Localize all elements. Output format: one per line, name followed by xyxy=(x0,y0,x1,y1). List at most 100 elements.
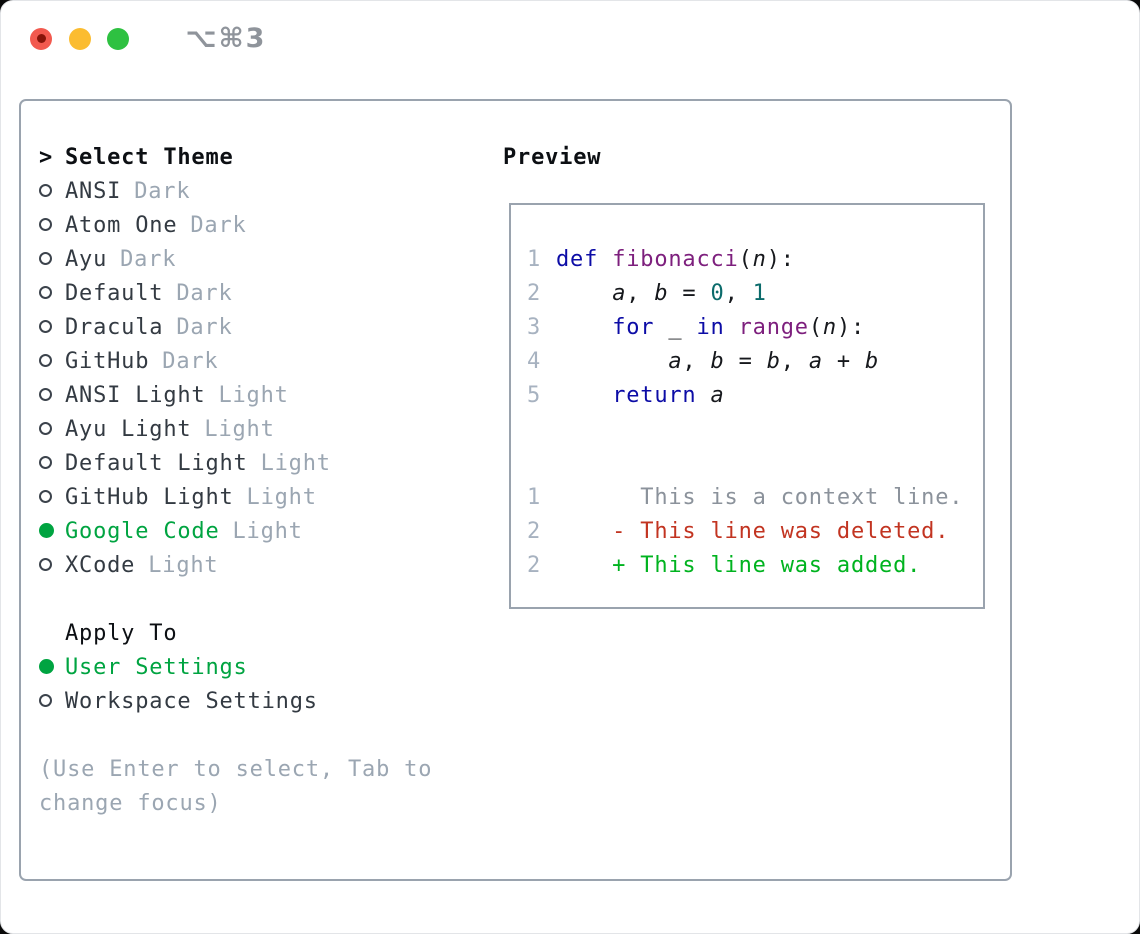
token-pln: = xyxy=(724,349,767,374)
apply-to-label: Apply To xyxy=(65,621,178,646)
theme-option-label: XCode xyxy=(65,553,136,578)
diff-line-ctx: 1 This is a context line. xyxy=(527,481,973,515)
token-var: a xyxy=(668,349,683,374)
select-theme-title: Select Theme xyxy=(65,145,234,170)
line-number: 3 xyxy=(527,315,542,340)
theme-variant-tag: Light xyxy=(218,383,289,408)
token-var: b xyxy=(654,281,669,306)
token-pln: , xyxy=(724,281,753,306)
token-pln xyxy=(725,315,739,340)
line-number: 2 xyxy=(527,281,542,306)
theme-variant-tag: Dark xyxy=(120,247,177,272)
line-number: 1 xyxy=(527,485,542,510)
radio-icon xyxy=(39,558,52,571)
radio-selected-icon xyxy=(39,659,54,674)
select-theme-header: >Select Theme xyxy=(39,141,432,175)
theme-variant-tag: Dark xyxy=(162,349,219,374)
theme-option-label: Default Light xyxy=(65,451,248,476)
token-pln xyxy=(556,281,612,306)
close-dot-icon xyxy=(36,34,46,43)
spacer xyxy=(527,413,973,481)
radio-icon xyxy=(39,694,52,707)
theme-option-ansi-light[interactable]: ANSI Light Light xyxy=(39,379,432,413)
token-pln xyxy=(654,315,668,340)
theme-variant-tag: Light xyxy=(148,553,219,578)
theme-variant-tag: Dark xyxy=(176,315,233,340)
apply-option-workspace-settings[interactable]: Workspace Settings xyxy=(39,685,432,719)
token-pln: , xyxy=(780,349,809,374)
minimize-button[interactable] xyxy=(68,27,91,50)
token-var: a xyxy=(710,383,725,408)
theme-option-label: Atom One xyxy=(65,213,178,238)
radio-icon xyxy=(39,354,52,367)
token-pln: , xyxy=(626,281,655,306)
radio-icon xyxy=(39,320,52,333)
token-lit: 1 xyxy=(752,281,767,306)
close-button[interactable] xyxy=(30,27,52,50)
diff-text: + This line was added. xyxy=(556,553,922,578)
theme-option-default-light[interactable]: Default Light Light xyxy=(39,447,432,481)
preview-title: Preview xyxy=(503,145,602,170)
theme-variant-tag: Dark xyxy=(190,213,247,238)
theme-option-ansi[interactable]: ANSI Dark xyxy=(39,175,432,209)
diff-text: This is a context line. xyxy=(556,485,964,510)
token-var: b xyxy=(865,349,880,374)
token-pln xyxy=(696,383,710,408)
zoom-button[interactable] xyxy=(107,27,129,50)
token-pln xyxy=(682,315,696,340)
line-number: 2 xyxy=(527,519,542,544)
theme-variant-tag: Light xyxy=(260,451,331,476)
token-var: _ xyxy=(668,315,683,340)
token-var: b xyxy=(766,349,781,374)
theme-option-ayu-light[interactable]: Ayu Light Light xyxy=(39,413,432,447)
radio-icon xyxy=(39,388,52,401)
theme-variant-tag: Dark xyxy=(134,179,191,204)
code-line: 3 for _ in range(n): xyxy=(527,311,973,345)
token-pln: , xyxy=(682,349,711,374)
spacer xyxy=(39,719,432,753)
help-text-line-1: (Use Enter to select, Tab to xyxy=(39,757,433,782)
token-kwd: in xyxy=(696,315,725,340)
theme-option-label: ANSI xyxy=(65,179,122,204)
title-bar: ⌥⌘3 xyxy=(1,1,1139,76)
token-pln xyxy=(598,247,612,272)
theme-option-label: Dracula xyxy=(65,315,164,340)
token-fun: fibonacci xyxy=(612,247,739,272)
token-pln: = xyxy=(668,281,711,306)
token-pln: ): xyxy=(836,315,866,340)
token-var: a xyxy=(612,281,627,306)
token-var: n xyxy=(752,247,767,272)
theme-option-xcode[interactable]: XCode Light xyxy=(39,549,432,583)
token-kwd: for xyxy=(612,315,655,340)
theme-option-label: GitHub xyxy=(65,349,150,374)
theme-option-label: ANSI Light xyxy=(65,383,206,408)
theme-variant-tag: Light xyxy=(246,485,317,510)
token-pln: ( xyxy=(808,315,823,340)
radio-icon xyxy=(39,252,52,265)
token-kwd: def xyxy=(556,247,599,272)
token-pln xyxy=(556,349,668,374)
token-pln: + xyxy=(822,349,866,374)
token-kwd: return xyxy=(612,383,697,408)
token-var: n xyxy=(822,315,837,340)
theme-option-label: Google Code xyxy=(65,519,220,544)
token-pln xyxy=(556,383,612,408)
theme-variant-tag: Light xyxy=(204,417,275,442)
radio-selected-icon xyxy=(39,523,54,538)
theme-option-github[interactable]: GitHub Dark xyxy=(39,345,432,379)
theme-option-dracula[interactable]: Dracula Dark xyxy=(39,311,432,345)
spacer xyxy=(39,583,432,617)
apply-option-user-settings[interactable]: User Settings xyxy=(39,651,432,685)
theme-option-atom-one[interactable]: Atom One Dark xyxy=(39,209,432,243)
theme-variant-tag: Dark xyxy=(176,281,233,306)
token-var: a xyxy=(808,349,823,374)
token-var: b xyxy=(710,349,725,374)
theme-option-label: Ayu Light xyxy=(65,417,192,442)
